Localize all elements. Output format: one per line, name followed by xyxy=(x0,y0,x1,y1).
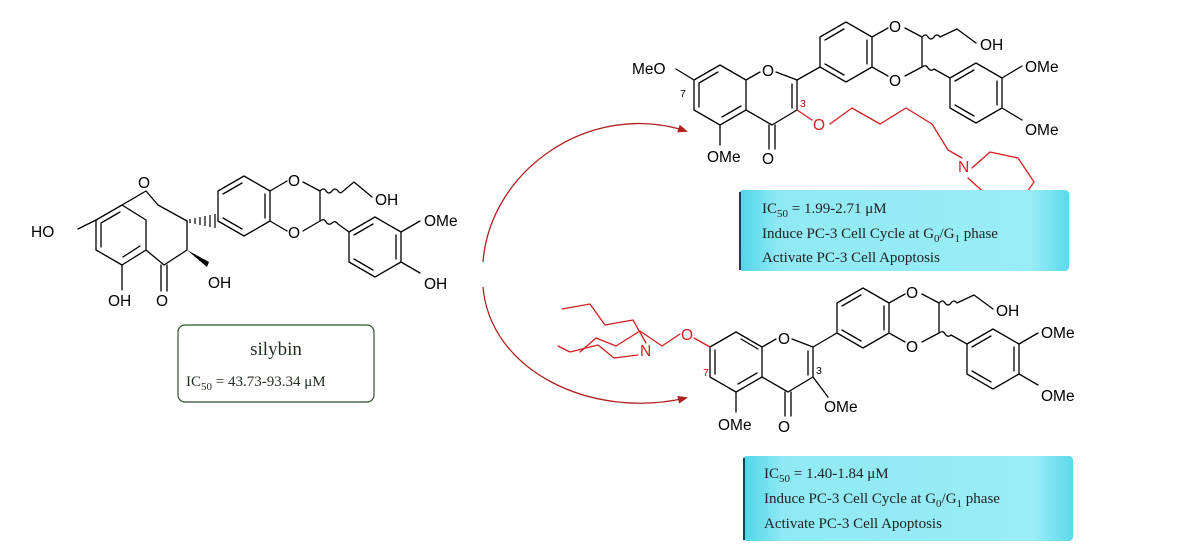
atom-label: OH xyxy=(980,37,1003,54)
atom-label: O xyxy=(906,339,918,356)
atom-label: O xyxy=(906,285,918,302)
reaction-arrow-bottom xyxy=(482,286,688,404)
atom-label: OMe xyxy=(824,399,858,416)
atom-label: OMe xyxy=(1041,388,1075,405)
position-label: 3 xyxy=(816,365,822,377)
position-label: 7 xyxy=(680,88,686,100)
atom-label: O xyxy=(762,151,774,168)
atom-label: OH xyxy=(996,303,1019,320)
product-bottom-cell-cycle: Induce PC-3 Cell Cycle at G0/G1 phase xyxy=(764,491,1000,510)
product-top-ic50: IC50 = 1.99-2.71 μM xyxy=(762,201,887,220)
atom-label: OMe xyxy=(1041,325,1075,342)
atom-label: OMe xyxy=(424,213,458,230)
silybin-ic50: IC50 = 43.73-93.34 μM xyxy=(186,374,326,393)
atom-label: HO xyxy=(31,224,54,241)
atom-label: O xyxy=(889,19,901,36)
atom-label: OMe xyxy=(1025,59,1059,76)
position-label: 3 xyxy=(800,98,806,110)
atom-label: OMe xyxy=(1025,122,1059,139)
product-top-cell-cycle: Induce PC-3 Cell Cycle at G0/G1 phase xyxy=(762,226,998,245)
silybin-structure: HO O O OH OH O O OH OMe OH xyxy=(31,173,458,310)
product-top-apoptosis: Activate PC-3 Cell Apoptosis xyxy=(762,250,940,266)
atom-label: O xyxy=(138,175,150,192)
atom-label: OMe xyxy=(718,417,752,434)
atom-label: MeO xyxy=(632,61,666,78)
product-bottom-structure: N O O O OMe OMe O O OH OMe OMe 7 3 xyxy=(557,285,1075,436)
atom-label: O xyxy=(288,173,300,190)
product-top-structure: MeO O O OMe O O OH OMe OMe O N 7 3 xyxy=(632,19,1059,206)
atom-label: N xyxy=(640,343,651,360)
atom-label: OH xyxy=(108,293,131,310)
atom-label: N xyxy=(958,159,969,176)
atom-label: OH xyxy=(424,276,447,293)
atom-label: OH xyxy=(375,192,398,209)
atom-label: O xyxy=(778,419,790,436)
atom-label: OH xyxy=(208,275,231,292)
atom-label: O xyxy=(762,63,774,80)
atom-label: O xyxy=(889,73,901,90)
product-bottom-info-box: IC50 = 1.40-1.84 μM Induce PC-3 Cell Cyc… xyxy=(743,456,1073,541)
position-label: 7 xyxy=(703,367,709,379)
atom-label: O xyxy=(156,293,168,310)
atom-label: O xyxy=(681,327,693,344)
atom-label: O xyxy=(813,117,825,134)
reaction-arrow-top xyxy=(482,122,688,263)
silybin-info-box: silybin IC50 = 43.73-93.34 μM xyxy=(177,324,375,403)
product-top-info-box: IC50 = 1.99-2.71 μM Induce PC-3 Cell Cyc… xyxy=(739,190,1069,271)
product-bottom-apoptosis: Activate PC-3 Cell Apoptosis xyxy=(764,516,942,532)
atom-label: OMe xyxy=(707,149,741,166)
atom-label: O xyxy=(288,225,300,242)
compound-name: silybin xyxy=(250,339,302,360)
product-bottom-ic50: IC50 = 1.40-1.84 μM xyxy=(764,466,889,485)
atom-label: O xyxy=(778,331,790,348)
